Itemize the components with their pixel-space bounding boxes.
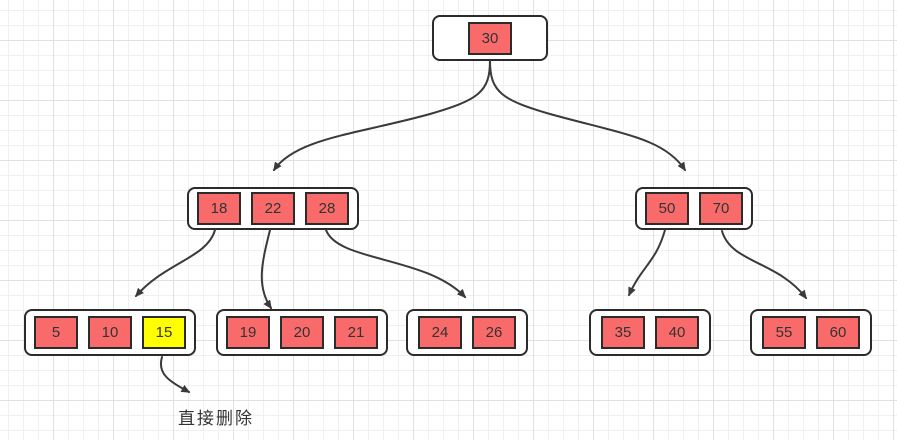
edge-22-to-leaf-2[interactable]: [260, 229, 272, 310]
key-cell-50[interactable]: 50: [645, 192, 689, 225]
key-cell-22[interactable]: 22: [251, 192, 295, 225]
key-cell-21[interactable]: 21: [334, 316, 378, 349]
key-cell-60[interactable]: 60: [816, 316, 860, 349]
edge-70-to-leaf-5[interactable]: [721, 230, 807, 300]
key-cell-70[interactable]: 70: [699, 192, 743, 225]
tree-node-root[interactable]: 30: [432, 15, 548, 61]
key-cell-15-highlighted[interactable]: 15: [142, 316, 186, 349]
tree-node-leaf-3[interactable]: 24 26: [406, 309, 528, 356]
tree-node-leaf-1[interactable]: 5 10 15: [24, 309, 196, 356]
tree-node-leaf-4[interactable]: 35 40: [589, 309, 711, 356]
key-cell-35[interactable]: 35: [601, 316, 645, 349]
edge-root-to-internal-right[interactable]: [489, 60, 686, 172]
edge-root-to-internal-left[interactable]: [273, 60, 491, 172]
edge-28-to-leaf-3[interactable]: [325, 229, 467, 299]
key-cell-24[interactable]: 24: [418, 316, 462, 349]
key-cell-28[interactable]: 28: [305, 192, 349, 225]
key-cell-40[interactable]: 40: [655, 316, 699, 349]
key-cell-10[interactable]: 10: [88, 316, 132, 349]
key-cell-55[interactable]: 55: [762, 316, 806, 349]
key-cell-18[interactable]: 18: [197, 192, 241, 225]
tree-node-leaf-5[interactable]: 55 60: [750, 309, 872, 356]
tree-node-internal-left[interactable]: 18 22 28: [187, 187, 359, 230]
key-cell-26[interactable]: 26: [472, 316, 516, 349]
key-cell-30[interactable]: 30: [468, 21, 512, 55]
tree-node-leaf-2[interactable]: 19 20 21: [216, 309, 388, 356]
key-cell-19[interactable]: 19: [226, 316, 270, 349]
key-cell-5[interactable]: 5: [34, 316, 78, 349]
tree-node-internal-right[interactable]: 50 70: [635, 187, 753, 230]
edge-18-to-leaf-1[interactable]: [135, 229, 216, 298]
edge-15-to-annotation[interactable]: [159, 356, 191, 393]
key-cell-20[interactable]: 20: [280, 316, 324, 349]
edge-50-to-leaf-4[interactable]: [628, 229, 666, 297]
annotation-direct-delete[interactable]: 直接删除: [178, 409, 254, 429]
